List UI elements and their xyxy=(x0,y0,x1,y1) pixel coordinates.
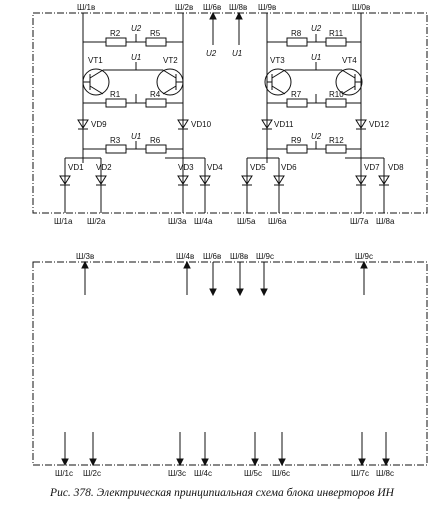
b1-bottom-conn-3: Ш/3а xyxy=(168,217,187,226)
b2-top-conn-6: Ш/9с xyxy=(355,252,373,261)
b2-top-conn-2: Ш/4в xyxy=(176,252,194,261)
label-r12: R12 xyxy=(329,136,344,145)
label-r6: R6 xyxy=(150,136,161,145)
resistor-r3 xyxy=(105,144,127,154)
label-r10: R10 xyxy=(329,90,344,99)
left-inverter-block xyxy=(59,13,211,213)
label-vd1: VD1 xyxy=(68,163,84,172)
board1-frame xyxy=(32,12,428,214)
b2-bottom-conn-8: Ш/8с xyxy=(376,469,394,478)
b1-top-conn-5: Ш/9в xyxy=(258,3,276,12)
label-vd3: VD3 xyxy=(178,163,194,172)
b1-bottom-conn-4: Ш/4а xyxy=(194,217,213,226)
label-vt1: VT1 xyxy=(88,56,103,65)
b2-top-conn-1: Ш/3в xyxy=(76,252,94,261)
b1-top-conn-6: Ш/0в xyxy=(352,3,370,12)
label-vd8: VD8 xyxy=(388,163,404,172)
label-vd6: VD6 xyxy=(281,163,297,172)
label-vd11: VD11 xyxy=(274,120,294,129)
b2-bottom-conn-2: Ш/2с xyxy=(83,469,101,478)
resistor-r8 xyxy=(286,37,308,47)
b1-top-conn-2: Ш/2в xyxy=(175,3,193,12)
b2-bottom-conn-1: Ш/1с xyxy=(55,469,73,478)
transistor-vt4 xyxy=(335,68,363,96)
diode-vd7 xyxy=(355,175,367,185)
b2-top-conn-4: Ш/8в xyxy=(230,252,248,261)
label-r1: R1 xyxy=(110,90,121,99)
diode-vd12 xyxy=(355,119,367,129)
board2-frame xyxy=(32,261,428,466)
resistor-r6 xyxy=(145,144,167,154)
label-vd7: VD7 xyxy=(364,163,380,172)
label-r5: R5 xyxy=(150,29,161,38)
node-label: U2 xyxy=(131,24,142,33)
board2-arrows xyxy=(61,260,390,467)
b2-bottom-conn-5: Ш/5с xyxy=(244,469,262,478)
label-vd12: VD12 xyxy=(369,120,390,129)
figure-caption: Рис. 378. Электрическая принципиальная с… xyxy=(50,487,394,499)
resistor-r2 xyxy=(105,37,127,47)
b1-voltage-u1: U1 xyxy=(232,49,242,58)
resistor-r11 xyxy=(325,37,347,47)
b2-top-conn-5: Ш/9с xyxy=(256,252,274,261)
label-r2: R2 xyxy=(110,29,121,38)
diode-vd2 xyxy=(95,175,107,185)
b1-bottom-conn-2: Ш/2а xyxy=(87,217,106,226)
diode-vd11 xyxy=(261,119,273,129)
transistor-vt3 xyxy=(264,68,292,96)
node-label: U1 xyxy=(311,53,321,62)
diode-vd4 xyxy=(199,175,211,185)
right-inverter-block xyxy=(241,13,390,213)
label-vd9: VD9 xyxy=(91,120,107,129)
b1-voltage-u2: U2 xyxy=(206,49,217,58)
node-label: U2 xyxy=(311,24,322,33)
resistor-r1 xyxy=(105,98,127,108)
node-label: U2 xyxy=(311,132,322,141)
b1-top-conn-4: Ш/8в xyxy=(229,3,247,12)
resistor-r5 xyxy=(145,37,167,47)
label-r3: R3 xyxy=(110,136,121,145)
diode-vd8 xyxy=(378,175,390,185)
label-vd10: VD10 xyxy=(191,120,212,129)
diode-vd3 xyxy=(177,175,189,185)
diode-vd1 xyxy=(59,175,71,185)
b2-bottom-conn-3: Ш/3с xyxy=(168,469,186,478)
b1-bottom-conn-8: Ш/8а xyxy=(376,217,395,226)
resistor-r4 xyxy=(145,98,167,108)
label-vt2: VT2 xyxy=(163,56,178,65)
label-vt4: VT4 xyxy=(342,56,357,65)
label-r7: R7 xyxy=(291,90,302,99)
resistor-r9 xyxy=(286,144,308,154)
label-vd5: VD5 xyxy=(250,163,266,172)
b2-bottom-conn-7: Ш/7с xyxy=(351,469,369,478)
b1-bottom-conn-5: Ш/5а xyxy=(237,217,256,226)
label-vd2: VD2 xyxy=(96,163,112,172)
node-label: U1 xyxy=(131,53,141,62)
diode-vd5 xyxy=(241,175,253,185)
b2-bottom-conn-6: Ш/6с xyxy=(272,469,290,478)
resistor-r12 xyxy=(325,144,347,154)
diode-vd9 xyxy=(77,119,89,129)
diode-vd6 xyxy=(273,175,285,185)
node-label: U1 xyxy=(131,132,141,141)
b1-bottom-conn-6: Ш/6а xyxy=(268,217,287,226)
label-vt3: VT3 xyxy=(270,56,285,65)
label-vd4: VD4 xyxy=(207,163,223,172)
b2-bottom-conn-4: Ш/4с xyxy=(194,469,212,478)
b1-top-conn-1: Ш/1в xyxy=(77,3,95,12)
b1-bottom-conn-1: Ш/1а xyxy=(54,217,73,226)
label-r8: R8 xyxy=(291,29,302,38)
b1-bottom-conn-7: Ш/7а xyxy=(350,217,369,226)
label-r11: R11 xyxy=(329,29,344,38)
label-r4: R4 xyxy=(150,90,161,99)
b1-top-conn-3: Ш/6в xyxy=(203,3,221,12)
diode-vd10 xyxy=(177,119,189,129)
label-r9: R9 xyxy=(291,136,302,145)
resistor-r10 xyxy=(325,98,347,108)
b2-top-conn-3: Ш/6в xyxy=(203,252,221,261)
resistor-r7 xyxy=(286,98,308,108)
